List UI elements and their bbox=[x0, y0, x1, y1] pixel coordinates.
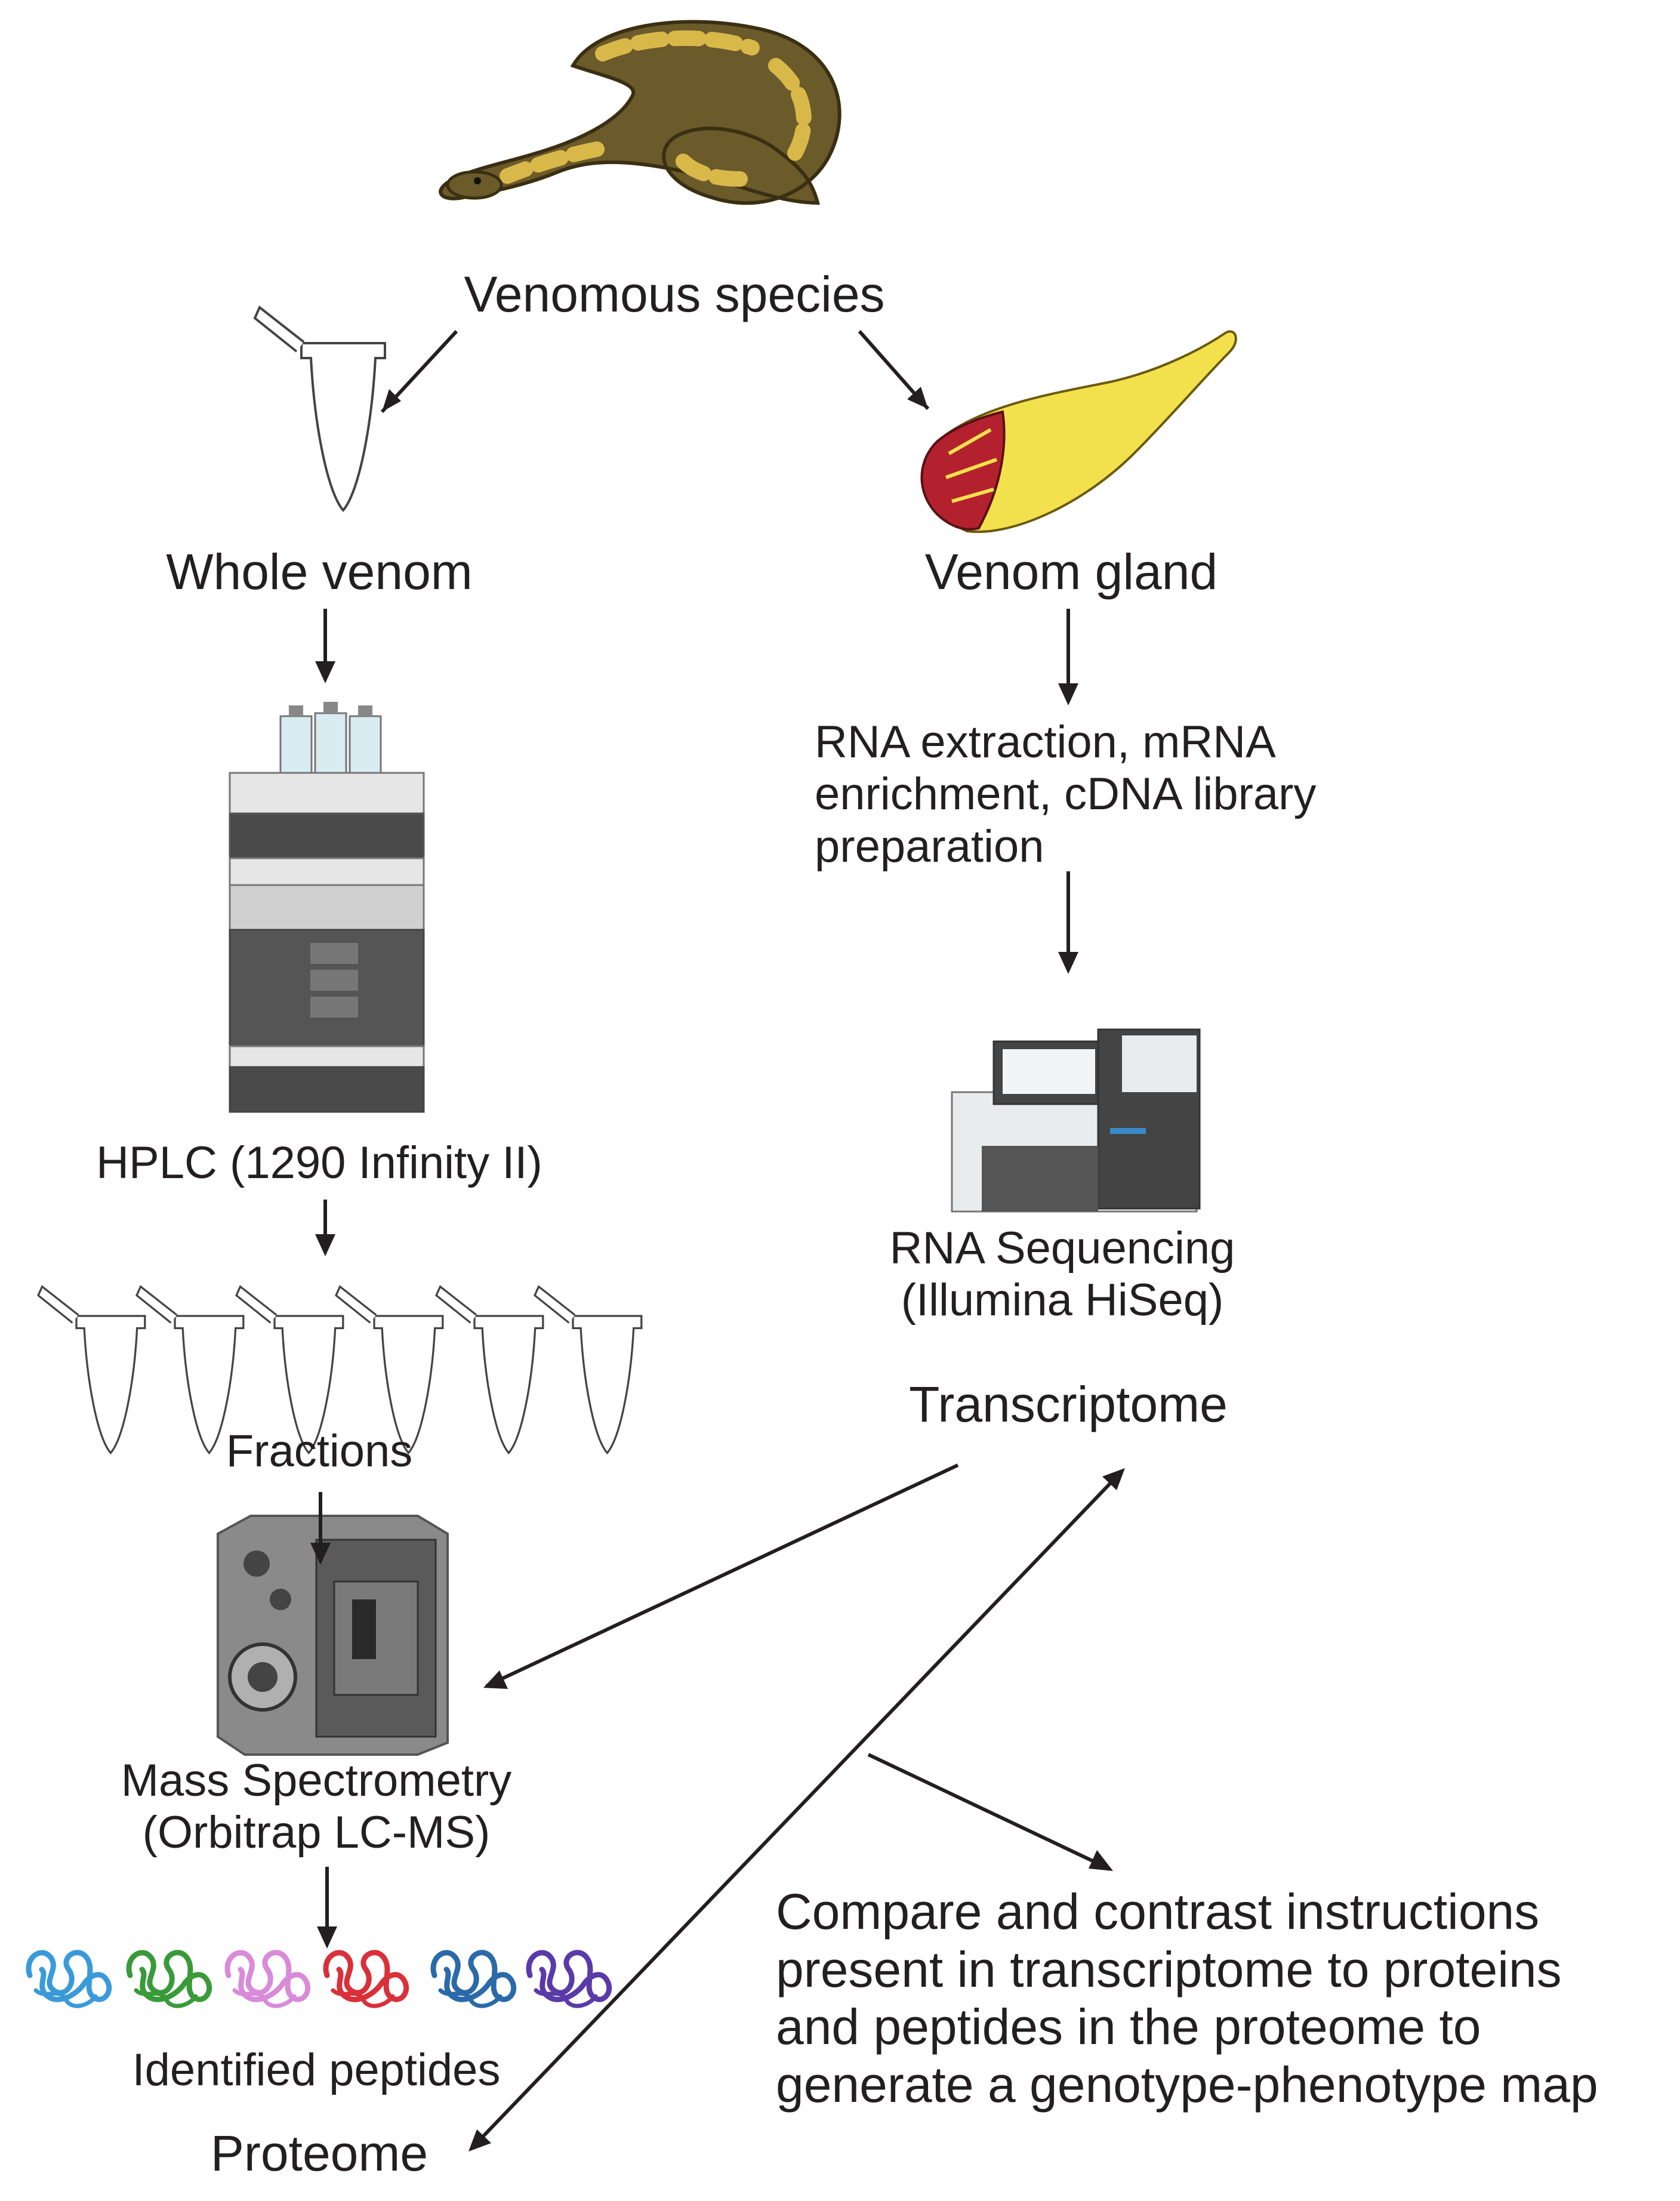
label-fractions: Fractions bbox=[226, 1426, 413, 1476]
label-venomous-species: Venomous species bbox=[464, 266, 885, 322]
snake-illustration bbox=[439, 20, 841, 205]
label-compare-line-1: Compare and contrast instructions bbox=[776, 1884, 1540, 1940]
label-transcriptome: Transcriptome bbox=[909, 1376, 1228, 1432]
arrow-to-compare bbox=[867, 1753, 1111, 1871]
arrow-proteome-to-transcriptome bbox=[470, 1469, 1124, 2150]
sequencer-instrument bbox=[951, 1028, 1201, 1213]
peptide-icons bbox=[29, 1953, 609, 2006]
label-mass-spectrometry-line-2: (Orbitrap LC-MS) bbox=[142, 1807, 491, 1858]
hplc-instrument bbox=[229, 702, 425, 1113]
label-identified-peptides: Identified peptides bbox=[132, 2045, 501, 2095]
mass-spectrometer bbox=[217, 1515, 449, 1756]
label-venom-gland: Venom gland bbox=[924, 544, 1218, 600]
label-proteome: Proteome bbox=[210, 2125, 429, 2181]
label-compare-line-2: present in transcriptome to proteins bbox=[776, 1941, 1562, 1997]
label-compare: Compare and contrast instructions presen… bbox=[776, 1883, 1598, 2113]
label-compare-line-3: and peptides in the proteome to bbox=[776, 1999, 1481, 2055]
label-rna-sequencing-line-2: (Illumina HiSeq) bbox=[901, 1275, 1224, 1326]
label-rna-extraction-line-2: enrichment, cDNA library bbox=[815, 769, 1317, 820]
label-hplc: HPLC (1290 Infinity II) bbox=[96, 1138, 542, 1188]
label-rna-sequencing: RNA Sequencing (Illumina HiSeq) bbox=[890, 1222, 1235, 1327]
label-mass-spectrometry-line-1: Mass Spectrometry bbox=[121, 1755, 512, 1806]
label-rna-extraction-line-1: RNA extraction, mRNA bbox=[815, 717, 1276, 767]
flow-arrows bbox=[310, 329, 1125, 2151]
label-rna-sequencing-line-1: RNA Sequencing bbox=[889, 1223, 1235, 1274]
tube-icon bbox=[254, 306, 386, 511]
label-rna-extraction-line-3: preparation bbox=[815, 821, 1044, 872]
label-whole-venom: Whole venom bbox=[166, 544, 473, 600]
label-mass-spectrometry: Mass Spectrometry (Orbitrap LC-MS) bbox=[121, 1755, 512, 1859]
arrow-transcriptome-to-mass-spec bbox=[485, 1463, 959, 1688]
label-rna-extraction: RNA extraction, mRNA enrichment, cDNA li… bbox=[815, 716, 1317, 873]
label-compare-line-4: generate a genotype-phenotype map bbox=[776, 2056, 1598, 2113]
venom-gland-illustration bbox=[920, 330, 1237, 534]
